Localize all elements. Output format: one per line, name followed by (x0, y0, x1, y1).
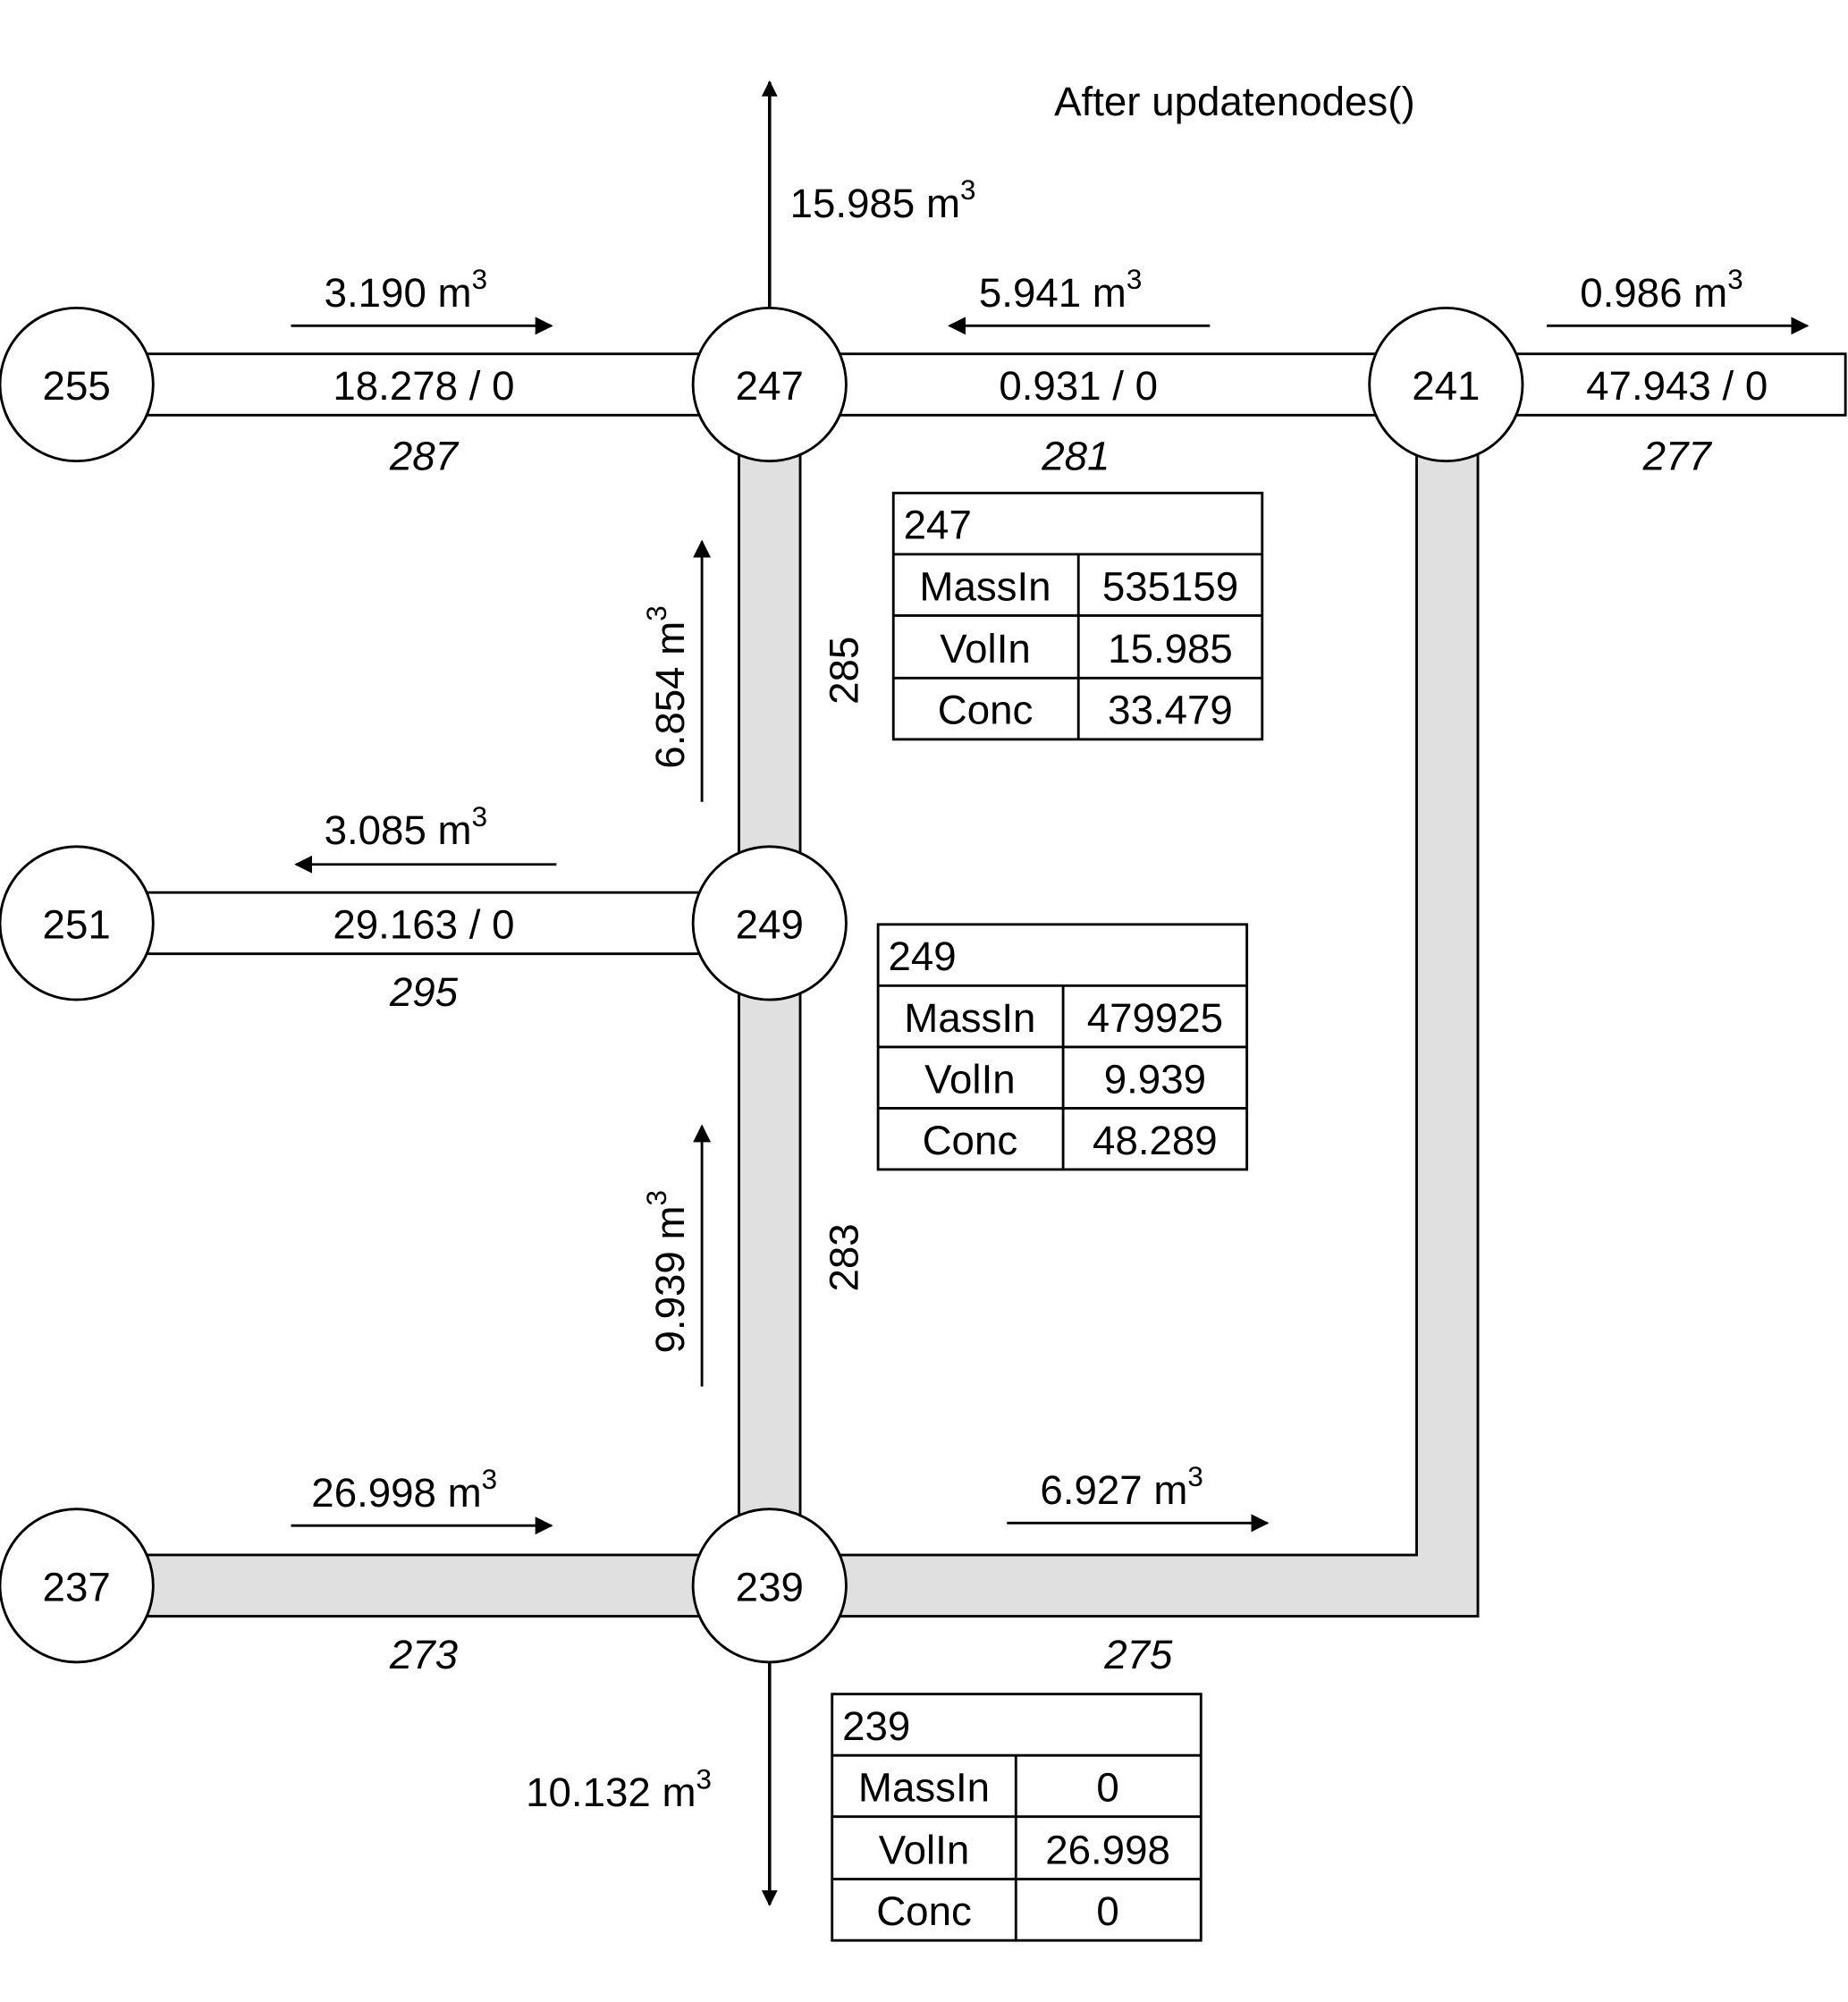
table-row-value: 0 (1096, 1888, 1118, 1934)
pipe-281 (834, 352, 1384, 417)
node-255: 255 (0, 306, 155, 463)
table-row-label: MassIn (919, 563, 1051, 609)
pipe-273-id: 273 (389, 1632, 458, 1677)
node-241: 241 (1368, 306, 1524, 463)
pipe-277-content: 47.943 / 0 (1586, 363, 1768, 409)
node-251: 251 (0, 845, 155, 1001)
node-label: 251 (43, 902, 111, 948)
table-header: 239 (842, 1703, 910, 1749)
table-row-value: 26.998 (1045, 1827, 1170, 1872)
flow-label-295: 3.085 m3 (325, 801, 487, 853)
node-label: 249 (736, 902, 804, 948)
node-label: 255 (43, 363, 111, 409)
pipe-277-id: 277 (1642, 434, 1713, 479)
node-label: 239 (736, 1564, 804, 1609)
node-237: 237 (0, 1508, 155, 1664)
pipe-285-id: 285 (821, 637, 866, 705)
table-row-value: 479925 (1087, 995, 1223, 1041)
table-row-value: 48.289 (1093, 1118, 1218, 1163)
table-row-label: MassIn (904, 995, 1035, 1041)
node-249: 249 (691, 845, 848, 1001)
table-row-label: VolIn (879, 1827, 970, 1872)
pipe-285 (738, 445, 802, 870)
outflow-label-247: 15.985 m3 (790, 174, 976, 226)
node-table-249: 249 MassIn 479925 VolIn 9.939 Conc 48.28… (876, 923, 1249, 1171)
table-row-value: 33.479 (1108, 688, 1233, 733)
pipe-283-id: 283 (821, 1223, 866, 1291)
flow-label-283: 9.939 m3 (641, 1190, 693, 1353)
flow-label-285: 6.854 m3 (641, 605, 693, 768)
node-label: 237 (43, 1564, 111, 1609)
pipe-287-id: 287 (389, 434, 460, 479)
node-table-239: 239 MassIn 0 VolIn 26.998 Conc 0 (831, 1693, 1202, 1942)
pipe-295-content: 29.163 / 0 (333, 902, 514, 948)
pipe-277 (1511, 352, 1847, 417)
node-239: 239 (691, 1508, 848, 1664)
pipe-283 (738, 982, 802, 1533)
table-row-value: 9.939 (1104, 1056, 1206, 1102)
pipe-287-content: 18.278 / 0 (333, 363, 514, 409)
table-row-label: Conc (938, 688, 1034, 733)
table-row-value: 0 (1096, 1765, 1118, 1811)
flow-label-275: 6.927 m3 (1040, 1461, 1202, 1513)
node-247: 247 (691, 306, 848, 463)
pipe-281-content: 0.931 / 0 (999, 363, 1158, 409)
pipe-281-id: 281 (1041, 434, 1110, 479)
flow-label-281: 5.941 m3 (979, 264, 1142, 316)
table-header: 249 (889, 933, 957, 979)
pipe-273 (139, 1553, 704, 1618)
table-row-label: MassIn (858, 1765, 990, 1811)
flow-label-287: 3.190 m3 (325, 264, 487, 316)
table-row-label: VolIn (924, 1056, 1016, 1102)
table-row-value: 15.985 (1108, 626, 1233, 672)
flow-label-273: 26.998 m3 (311, 1464, 497, 1516)
diagram-title: After updatenodes() (1054, 79, 1415, 124)
table-row-value: 535159 (1102, 563, 1238, 609)
pipe-275-id: 275 (1103, 1632, 1173, 1677)
flow-label-277: 0.986 m3 (1580, 264, 1743, 316)
outflow-label-239: 10.132 m3 (526, 1763, 712, 1815)
pipe-287 (139, 352, 704, 417)
table-row-label: Conc (876, 1888, 972, 1934)
table-row-label: Conc (923, 1118, 1018, 1163)
node-label: 247 (736, 363, 804, 409)
pipe-295-id: 295 (389, 969, 459, 1015)
table-row-label: VolIn (940, 626, 1031, 672)
node-label: 241 (1412, 363, 1480, 409)
node-table-247: 247 MassIn 535159 VolIn 15.985 Conc 33.4… (891, 491, 1264, 741)
table-header: 247 (904, 503, 972, 548)
